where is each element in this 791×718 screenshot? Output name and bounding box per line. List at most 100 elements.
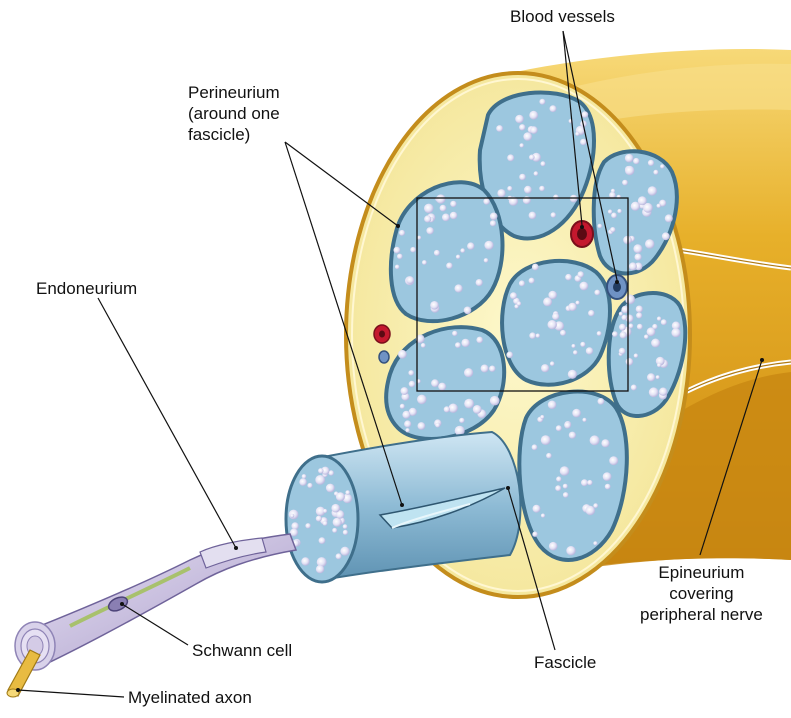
fiber-dot: [656, 375, 660, 379]
fiber-dot: [336, 553, 342, 559]
fiber-dot: [653, 170, 658, 175]
fiber-dot: [401, 387, 409, 395]
fiber-dot: [635, 254, 642, 261]
fiber-dot: [307, 483, 312, 488]
fiber-dot: [456, 255, 460, 259]
label-schwann-cell: Schwann cell: [192, 640, 292, 661]
label-perineurium-line3: fascicle): [188, 124, 280, 145]
fiber-dot: [405, 428, 409, 432]
fiber-dot: [506, 352, 513, 359]
fiber-dot: [622, 315, 628, 321]
fiber-dot: [580, 342, 585, 347]
fiber-dot: [440, 205, 447, 212]
fiber-dot: [534, 171, 539, 176]
fiber-dot: [660, 164, 664, 168]
label-epineurium: Epineurium covering peripheral nerve: [640, 562, 763, 625]
fiber-dot: [556, 425, 562, 431]
fiber-dot: [539, 99, 545, 105]
fiber-dot: [464, 307, 472, 315]
fiber-dot: [566, 546, 575, 555]
fiber-dot: [449, 404, 458, 413]
fiber-dot: [608, 210, 612, 214]
fiber-dot: [436, 194, 445, 203]
fiber-dot: [582, 418, 586, 422]
fiber-dot: [586, 506, 595, 515]
fiber-dot: [536, 334, 540, 338]
fiber-dot: [598, 398, 605, 405]
label-perineurium-line2: (around one: [188, 103, 280, 124]
fiber-dot: [631, 385, 637, 391]
fiber-dot: [418, 422, 426, 430]
fiber-dot: [549, 542, 558, 551]
fiber-dot: [333, 518, 342, 527]
fiber-dot: [548, 401, 557, 410]
fiber-dot: [541, 514, 545, 518]
fiber-dot: [515, 115, 524, 124]
fiber-dot: [540, 415, 544, 419]
fiber-dot: [529, 212, 537, 220]
fiber-dot: [410, 247, 416, 253]
fiber-dot: [332, 528, 337, 533]
fiber-dot: [648, 186, 657, 195]
fiber-dot: [490, 396, 500, 406]
fiber-dot: [598, 224, 603, 229]
fiber-dot: [619, 312, 623, 316]
fiber-dot: [507, 186, 512, 191]
fiber-dot: [551, 212, 556, 217]
fiber-dot: [395, 265, 400, 270]
fiber-dot: [593, 541, 597, 545]
label-perineurium: Perineurium (around one fascicle): [188, 82, 280, 145]
fiber-dot: [633, 244, 642, 253]
fiber-dot: [612, 331, 618, 337]
fiber-dot: [529, 332, 536, 339]
fiber-dot: [435, 423, 440, 428]
fiber-dot: [647, 327, 656, 336]
label-epineurium-line2: covering: [640, 583, 763, 604]
fiber-dot: [497, 189, 505, 197]
fiber-dot: [484, 258, 489, 263]
fiber-dot: [517, 301, 522, 306]
fiber-dot: [316, 565, 324, 573]
fiber-dot: [461, 339, 469, 347]
fiber-dot: [455, 342, 461, 348]
fiber-dot: [323, 521, 328, 526]
fiber-dot: [532, 264, 539, 271]
fiber-dot: [638, 196, 647, 205]
fiber-dot: [450, 212, 458, 220]
fiber-dot: [657, 204, 661, 208]
fiber-dot: [587, 480, 592, 485]
fiber-dot: [336, 492, 345, 501]
fiber-dot: [580, 139, 587, 146]
fiber-dot: [483, 198, 489, 204]
fiber-dot: [665, 214, 673, 222]
fiber-dot: [394, 247, 401, 254]
fiber-dot: [657, 363, 661, 367]
fiber-dot: [548, 291, 557, 300]
fiber-dot: [633, 158, 639, 164]
fiber-dot: [572, 409, 581, 418]
fiber-dot: [620, 332, 627, 339]
fiber-dot: [406, 276, 414, 284]
fiber-dot: [404, 420, 411, 427]
fiber-dot: [541, 435, 551, 445]
fiber-dot: [530, 126, 538, 134]
fiber-dot: [625, 295, 635, 305]
fiber-dot: [424, 215, 431, 222]
fiber-dot: [649, 387, 659, 397]
fiber-dot: [573, 350, 578, 355]
fiber-dot: [647, 373, 655, 381]
fiber-dot: [625, 154, 634, 163]
fiber-dot: [629, 262, 637, 270]
leader-endoneurium: [98, 298, 236, 548]
fiber-dot: [490, 213, 498, 221]
fiber-dot: [430, 301, 439, 310]
fiber-dot: [617, 209, 621, 213]
fiber-dot: [593, 503, 598, 508]
fiber-dot: [560, 466, 570, 476]
fiber-dot: [319, 537, 326, 544]
fiber-dot: [568, 370, 577, 379]
fiber-dot: [529, 278, 535, 284]
fiber-dot: [438, 383, 446, 391]
fiber-dot: [417, 395, 427, 405]
fiber-dot: [546, 453, 552, 459]
